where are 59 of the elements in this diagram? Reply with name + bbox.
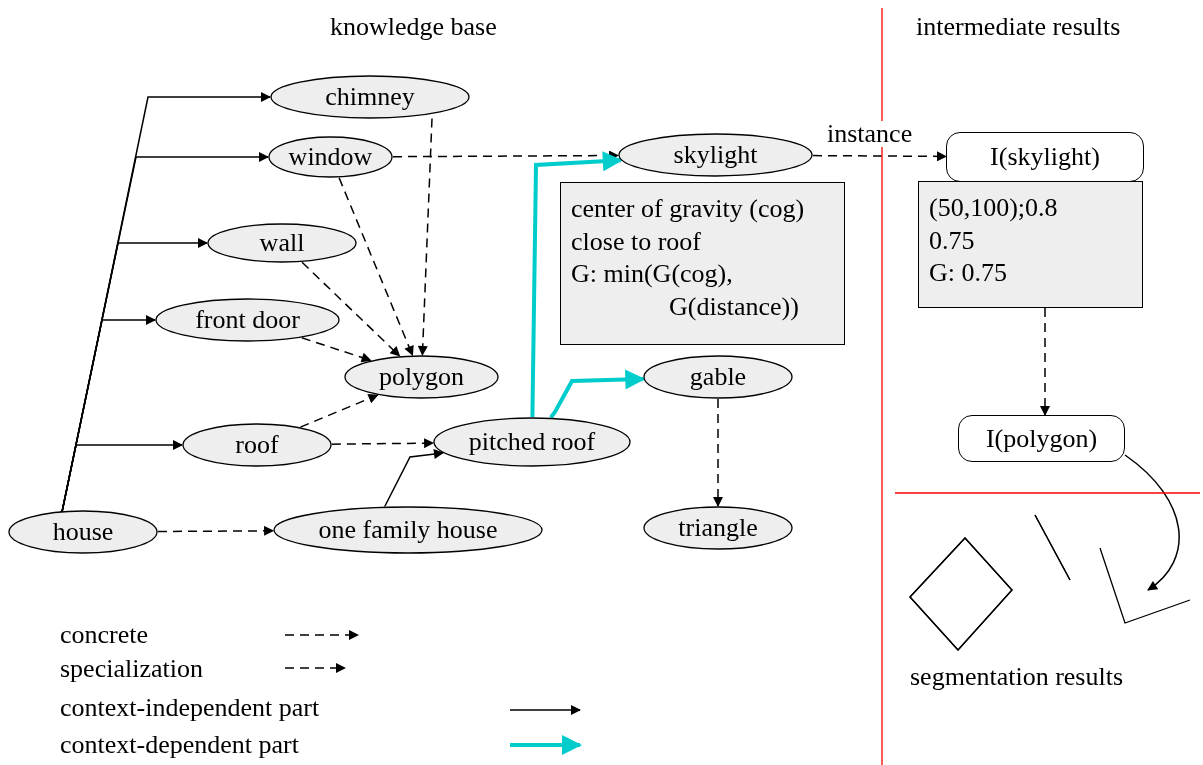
node-label: one family house (318, 515, 498, 545)
concept-ellipse (643, 355, 793, 399)
concept-ellipse (268, 136, 393, 178)
arrow (417, 117, 433, 356)
concept-ellipse (433, 417, 631, 467)
node-label: roof (235, 430, 279, 460)
arrow (812, 151, 947, 162)
arrow (157, 525, 275, 536)
section-heading: knowledge base (330, 12, 497, 42)
arrow (1124, 454, 1180, 591)
concept-ellipse (207, 223, 357, 263)
legend-label: context-independent part (60, 693, 320, 723)
node-label: pitched roof (468, 427, 596, 457)
node-label: center of gravity (cog) (571, 193, 806, 225)
node-label: front door (195, 305, 300, 335)
node-label: window (288, 142, 373, 172)
arrow (713, 398, 723, 507)
arrow (530, 151, 623, 418)
arrow (384, 449, 444, 508)
attribute-box (560, 182, 845, 345)
node-label: 0.75 (929, 224, 976, 257)
attribute-box (918, 181, 1143, 308)
node-label: I(polygon) (985, 423, 1098, 454)
node-label: wall (259, 228, 305, 258)
node-label: (50,100);0.8 (929, 192, 1059, 224)
concept-ellipse (8, 510, 158, 554)
concept-ellipse (344, 355, 499, 399)
edge-label: instance (826, 121, 914, 147)
arrow (331, 438, 435, 449)
node-label: I(skylight) (990, 142, 1100, 172)
node-label: G: 0.75 (929, 257, 1008, 289)
arrow (301, 337, 372, 363)
arrow (299, 393, 379, 428)
node-label: house (52, 517, 114, 547)
arrow (549, 369, 646, 419)
line-segment (1098, 546, 1192, 625)
instance-box (946, 132, 1144, 182)
legend-label: specialization (60, 654, 203, 684)
arrow (338, 177, 414, 357)
concept-ellipse (273, 506, 543, 554)
node-label: chimney (325, 82, 415, 112)
arrow (1040, 307, 1050, 416)
concept-ellipse (618, 133, 813, 177)
instance-box (958, 415, 1125, 462)
node-label: close to roof (571, 225, 702, 258)
node-label: G: min(G(cog), G(distance)) (571, 258, 800, 323)
node-label: triangle (678, 513, 758, 543)
arrow (301, 261, 401, 357)
legend-label: context-dependent part (60, 730, 299, 760)
node-label: polygon (378, 362, 465, 392)
concept-ellipse (643, 506, 793, 550)
section-heading: segmentation results (910, 662, 1123, 692)
concept-ellipse (182, 423, 332, 467)
node-label: skylight (673, 140, 758, 170)
concept-ellipse (270, 75, 470, 119)
legend-label: concrete (60, 620, 149, 650)
section-heading: intermediate results (916, 12, 1121, 42)
concept-ellipse (155, 298, 340, 342)
node-label: gable (689, 362, 747, 392)
